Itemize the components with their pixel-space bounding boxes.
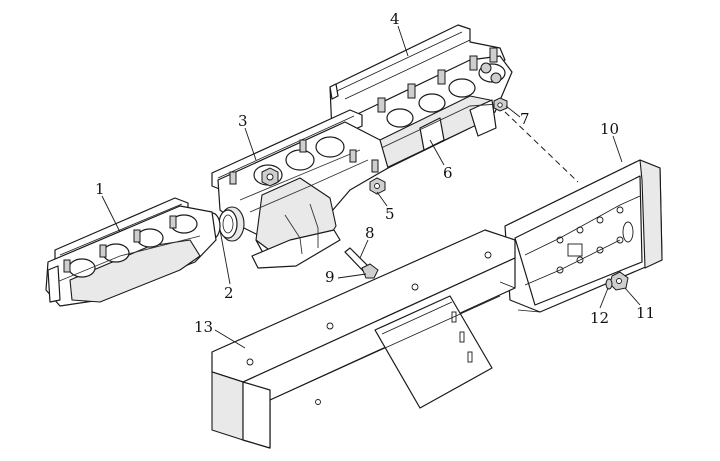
callout-1: 1 <box>95 180 105 198</box>
nut-5 <box>369 177 386 195</box>
callout-4: 4 <box>390 10 400 28</box>
callout-10: 10 <box>600 120 619 138</box>
callout-11: 11 <box>636 304 655 322</box>
callout-3: 3 <box>238 112 248 130</box>
callout-13: 13 <box>194 318 213 336</box>
callout-5: 5 <box>385 205 395 223</box>
bolt-11 <box>609 271 629 291</box>
callout-7: 7 <box>520 110 530 128</box>
callout-2: 2 <box>224 284 234 302</box>
callout-12: 12 <box>590 309 609 327</box>
callout-9: 9 <box>325 268 335 286</box>
right-exhaust-manifold <box>344 47 513 173</box>
rear-mounting-bracket <box>504 159 663 313</box>
stud-bolt <box>344 247 379 279</box>
callout-8: 8 <box>365 224 375 242</box>
lower-heat-shield <box>211 229 516 449</box>
assembly-line <box>504 111 579 183</box>
washer-12 <box>605 278 613 290</box>
center-exhaust-manifold <box>217 121 389 269</box>
nut-7 <box>493 97 508 112</box>
leader-lines <box>101 25 641 349</box>
callout-6: 6 <box>443 164 453 182</box>
callout-labels: 1 2 3 4 5 6 7 8 9 10 11 12 13 <box>95 10 655 336</box>
left-exhaust-manifold <box>45 197 217 307</box>
